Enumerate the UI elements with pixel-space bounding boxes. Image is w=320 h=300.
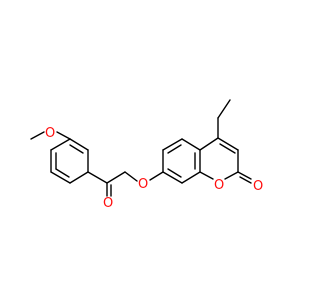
bond-c5-c6 (162, 138, 183, 151)
bond-c-ketone-aryl (87, 171, 108, 184)
bond-c8a-o1 (199, 171, 214, 180)
bond-c7-o-ether (149, 171, 164, 181)
bond-aryl-o-methoxy (56, 131, 71, 140)
atom-o-carbonyl-lactone: O (253, 179, 263, 194)
atom-o-ether-7: O (138, 177, 148, 192)
double-bond-c5-c6-inner (167, 144, 182, 154)
atom-o-methoxy: O (45, 126, 55, 141)
double-bond-aryl-inner-1 (55, 168, 70, 178)
bond-o-methoxy-ch3 (30, 131, 45, 140)
atom-o-ketone: O (103, 196, 113, 211)
bond-c4-c4a (199, 137, 219, 151)
bond-c7-c8 (162, 171, 183, 184)
double-bond-aryl-inner-2 (69, 144, 84, 154)
ethyl-bond-ch3-ch2 (217, 99, 231, 119)
bond-skeleton (30, 99, 252, 197)
bond-c2-o-carbonyl (237, 171, 252, 180)
bond-aryl-c2-c3 (50, 171, 71, 184)
bond-aryl-c1-c2 (69, 171, 89, 184)
bond-ch2-c-ketone (106, 171, 126, 184)
bond-aryl-c4-c5 (50, 138, 71, 151)
atom-labels: O O O O O (45, 126, 263, 211)
molecule-structure: O O O O O (30, 99, 263, 211)
bond-c8-c8a (181, 171, 201, 184)
double-bond-c2-o-inner (239, 176, 252, 184)
bond-aryl-c5-c6 (69, 138, 89, 151)
chemical-structure-diagram: O O O O O (30, 99, 264, 211)
double-bond-c7-c8-inner (167, 168, 182, 178)
bond-o-ether-ch2 (124, 171, 138, 182)
double-bond-c4-c3-inner (219, 143, 236, 154)
bond-o1-c2 (224, 171, 239, 180)
atom-o-ring-lactone: O (214, 178, 224, 193)
bond-c4a-c5 (181, 138, 201, 151)
bond-c4-c3 (217, 137, 239, 151)
